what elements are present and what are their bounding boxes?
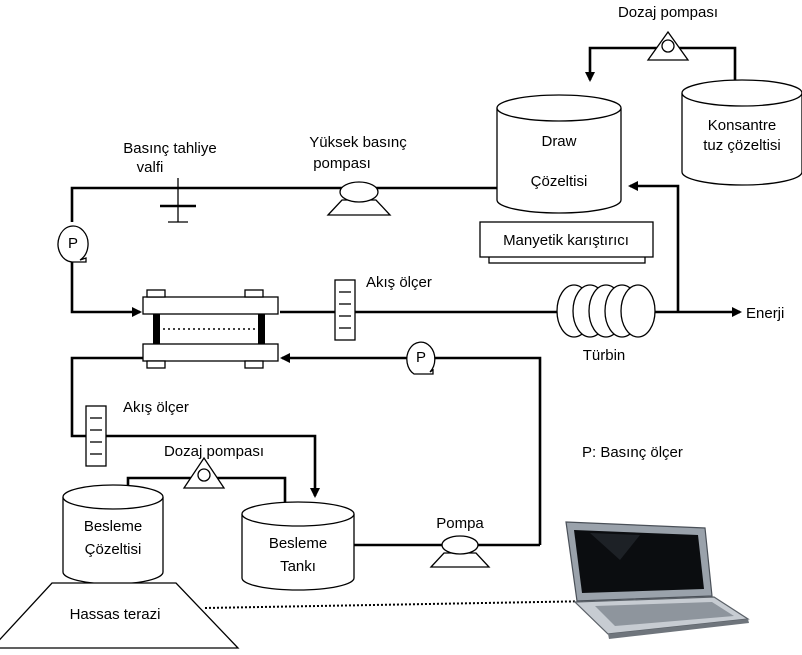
- flow-meter-left-label: Akış ölçer: [123, 399, 189, 416]
- flow-meter-top-label: Akış ölçer: [366, 274, 432, 291]
- draw-label-line1: Draw: [541, 133, 576, 150]
- feed-solution-label-line2: Çözeltisi: [85, 541, 142, 558]
- feed-tank-label-line2: Tankı: [280, 558, 316, 575]
- pipe-feed-to-membrane: [280, 353, 542, 545]
- pressure-gauge-legend: P: Basınç ölçer: [582, 444, 683, 461]
- concentrate-tank: [681, 79, 802, 186]
- hp-pump-label-line1: Yüksek basınç: [309, 134, 407, 151]
- feed-pump: [429, 535, 491, 568]
- balance-label: Hassas terazi: [70, 606, 161, 623]
- magnetic-stirrer: [479, 221, 654, 264]
- data-link: [204, 600, 597, 609]
- precision-balance: [0, 582, 240, 649]
- dosing-pump-top-label: Dozaj pompası: [618, 4, 718, 21]
- feed-tank-label-line1: Besleme: [269, 535, 327, 552]
- flow-meter-left: [85, 405, 107, 467]
- concentrate-label-line1: Konsantre: [708, 117, 776, 134]
- high-pressure-pump: [326, 181, 392, 216]
- turbine: [556, 284, 656, 338]
- relief-valve-label-line1: Basınç tahliye: [123, 140, 216, 157]
- pressure-gauge-right: [406, 341, 436, 375]
- dosing-pump-top: [646, 30, 690, 61]
- pipe-gauge-to-membrane: [70, 262, 142, 317]
- draw-tank: [496, 94, 622, 214]
- hp-pump-label-line2: pompası: [313, 155, 371, 172]
- feed-tank: [241, 501, 355, 591]
- feed-solution-label-line1: Besleme: [84, 518, 142, 535]
- pressure-gauge-right-symbol: P: [416, 349, 426, 366]
- pressure-gauge-left: [57, 225, 89, 263]
- draw-label-line2: Çözeltisi: [531, 173, 588, 190]
- dosing-pump-bottom-label: Dozaj pompası: [164, 443, 264, 460]
- laptop: [565, 521, 750, 639]
- turbine-label: Türbin: [583, 347, 626, 364]
- pipe-membrane-to-feedtank: [70, 356, 320, 498]
- pressure-relief-valve: [160, 178, 196, 223]
- pipe-return-to-draw: [628, 181, 680, 312]
- flow-meter-top: [334, 279, 356, 341]
- pressure-gauge-left-symbol: P: [68, 235, 78, 252]
- membrane-module: [142, 289, 279, 369]
- concentrate-label-line2: tuz çözeltisi: [703, 137, 781, 154]
- relief-valve-label-line2: valfi: [137, 159, 164, 176]
- energy-label: Enerji: [746, 305, 784, 322]
- pipe-draw-top: [70, 186, 500, 222]
- feed-pump-label: Pompa: [436, 515, 484, 532]
- magnetic-stirrer-label: Manyetik karıştırıcı: [503, 232, 629, 249]
- dosing-pump-bottom: [182, 456, 226, 489]
